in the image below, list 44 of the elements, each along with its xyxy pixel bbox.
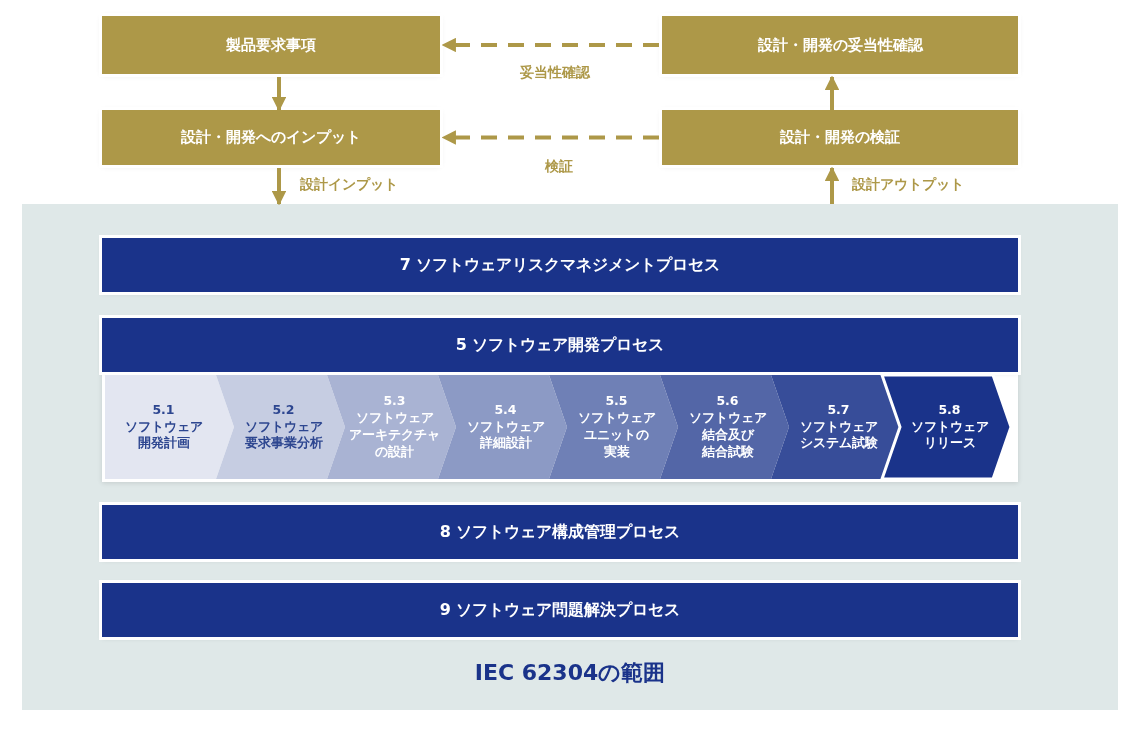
step-label: ユニットの実装: [583, 427, 650, 461]
scope-region: [22, 204, 1118, 710]
edge-label: 設計アウトプット: [852, 176, 964, 194]
process-box: 製品要求事項: [102, 16, 440, 74]
edge-label: 検証: [545, 158, 573, 176]
step-number: 5.5: [605, 393, 628, 411]
step-label: ソフトウェア: [799, 418, 878, 436]
step-label: ソフトウェア: [577, 410, 656, 427]
step-number: 5.3: [383, 393, 406, 411]
step-number: 5.2: [272, 401, 295, 419]
step-number: 5.4: [494, 401, 517, 419]
process-band: 8 ソフトウェア構成管理プロセス: [102, 505, 1018, 559]
arrow: [824, 166, 840, 204]
process-group-panel: [102, 318, 1018, 482]
step-label: 詳細設計: [479, 435, 532, 453]
step-label: アーキテクチャの設計: [348, 427, 441, 461]
step-number: 5.6: [716, 393, 739, 411]
step-label: リリース: [923, 435, 976, 453]
step-label: ソフトウェア: [688, 410, 767, 427]
dashed-arrow: [441, 37, 659, 53]
process-box: 設計・開発の妥当性確認: [662, 16, 1018, 74]
step-number: 5.1: [152, 401, 175, 419]
arrow: [824, 75, 840, 110]
edge-label: 妥当性確認: [520, 64, 590, 82]
step-label: 開発計画: [137, 435, 190, 453]
edge-label: 設計インプット: [300, 176, 398, 194]
step-label: ソフトウェア: [466, 418, 545, 436]
process-band: 9 ソフトウェア問題解決プロセス: [102, 583, 1018, 637]
process-band: 7 ソフトウェアリスクマネジメントプロセス: [102, 238, 1018, 292]
dashed-arrow: [441, 130, 659, 145]
step-number: 5.8: [938, 401, 961, 419]
step-label: ソフトウェア: [124, 418, 203, 436]
process-box: 設計・開発へのインプット: [102, 110, 440, 165]
step-label: 要求事業分析: [244, 435, 323, 453]
step-label: ソフトウェア: [244, 418, 323, 436]
arrow: [271, 77, 287, 112]
step-number: 5.7: [827, 401, 850, 419]
step-label: システム試験: [799, 435, 878, 453]
step-label: ソフトウェア: [355, 410, 434, 427]
arrow: [271, 168, 287, 206]
step-label: ソフトウェア: [910, 418, 989, 436]
process-box: 設計・開発の検証: [662, 110, 1018, 165]
step-label: 結合及び結合試験: [700, 427, 756, 461]
scope-title: IEC 62304の範囲: [473, 659, 667, 687]
